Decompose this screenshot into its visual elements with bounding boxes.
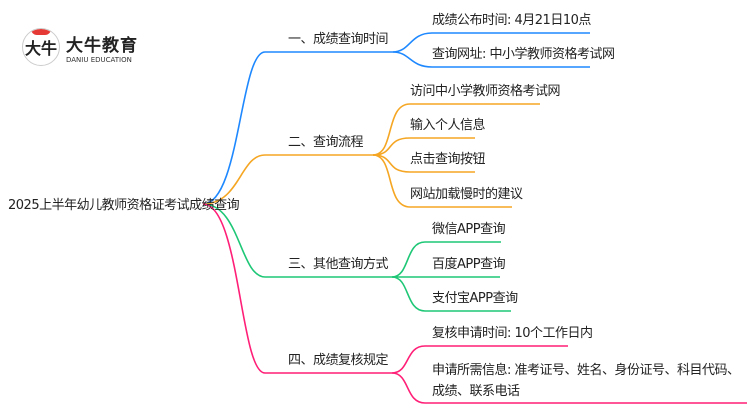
branch-4-node[interactable]: 四、成绩复核规定 [288, 353, 389, 368]
leaf-node[interactable]: 成绩公布时间: 4月21日10点 [432, 13, 591, 28]
leaf-node[interactable]: 复核申请时间: 10个工作日内 [432, 326, 593, 341]
branch-1-lines [202, 32, 590, 205]
leaf-node[interactable]: 点击查询按钮 [410, 152, 486, 167]
leaf-node[interactable]: 申请所需信息: 准考证号、姓名、身份证号、科目代码、成绩、联系电话 [432, 363, 740, 399]
leaf-node[interactable]: 百度APP查询 [432, 257, 506, 272]
leaf-node[interactable]: 网站加载慢时的建议 [410, 187, 523, 202]
branch-3-node[interactable]: 三、其他查询方式 [288, 257, 389, 272]
leaf-node[interactable]: 查询网址: 中小学教师资格考试网 [432, 47, 615, 62]
branch-3-lines [202, 203, 511, 312]
logo-name: 大牛教育 [66, 35, 138, 56]
branch-4-lines [202, 203, 747, 404]
leaf-node[interactable]: 访问中小学教师资格考试网 [410, 84, 561, 99]
leaf-node[interactable]: 输入个人信息 [410, 118, 486, 133]
leaf-node[interactable]: 支付宝APP查询 [432, 291, 518, 306]
logo-mark: 大牛 [22, 28, 60, 66]
branch-2-node[interactable]: 二、查询流程 [288, 135, 364, 150]
root-node[interactable]: 2025上半年幼儿教师资格证考试成绩查询 [8, 198, 240, 213]
branch-1-node[interactable]: 一、成绩查询时间 [288, 32, 389, 47]
logo: 大牛 大牛教育 DANIU EDUCATION [22, 28, 138, 66]
branch-2-lines [202, 103, 540, 208]
leaf-node[interactable]: 微信APP查询 [432, 222, 506, 237]
logo-subtitle: DANIU EDUCATION [66, 55, 132, 64]
